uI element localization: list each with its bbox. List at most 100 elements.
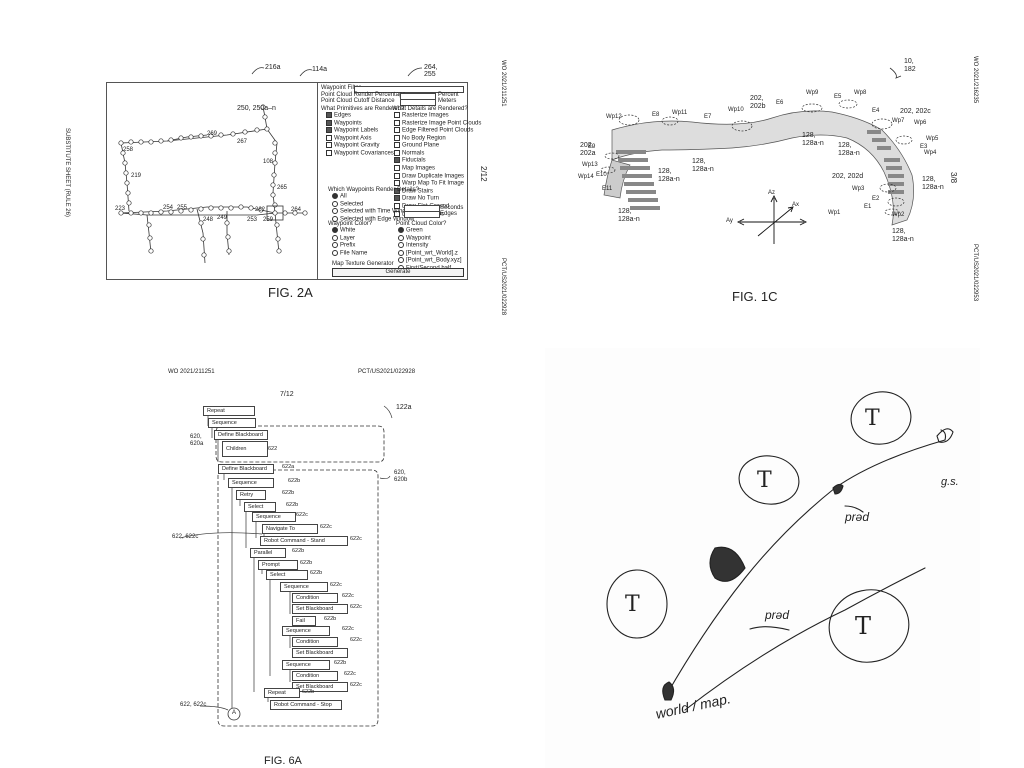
details-option[interactable]: No Body Region [394,134,481,143]
details-option[interactable]: Fiducials [394,157,481,165]
edge-window-input[interactable] [404,211,440,218]
details-option[interactable]: Draw Stairs [394,187,481,196]
node-ref-label: 622b [334,660,347,666]
waypoint_color_opts-option[interactable]: White [332,227,367,235]
details-option[interactable]: Edge Filtered Point Clouds [394,127,481,135]
waypoint-map[interactable] [107,83,317,279]
cloud_color_opts-option[interactable]: Green [398,227,462,235]
tree-node: Define Blackboard [218,464,274,474]
details-option[interactable]: Normals [394,149,481,158]
e10-label: E10 [596,172,607,178]
checkbox[interactable] [326,127,332,134]
radio-button[interactable] [398,227,404,233]
which_opts-option[interactable]: All [332,193,414,201]
checkbox[interactable] [394,180,400,187]
generate-button[interactable]: Generate [332,268,464,277]
primitives-option[interactable]: Waypoint Labels [326,127,394,135]
radio-button[interactable] [332,200,338,207]
checkbox[interactable] [394,134,400,141]
node-ref-label: 622b [292,548,305,554]
checkbox[interactable] [394,187,400,194]
details-option[interactable]: Ground Plane [394,142,481,150]
checkbox[interactable] [326,119,332,126]
ref-128-b: 128, 128a-n [838,142,860,157]
radio-button[interactable] [332,234,338,241]
side-label-left: SUBSTITUTE SHEET (RULE 26) [64,128,70,217]
fig-1c-panel: WO 2021/216235 3/8 PCT/US2021/022953 [512,0,1024,320]
details-option[interactable]: Rasterize Images [394,112,481,120]
details-option[interactable]: Warp Map To Fit Image [394,180,481,188]
primitives-option[interactable]: Edges [326,112,394,120]
details-option[interactable]: Draw No Turn [394,195,481,203]
hand-sketch-panel: T T T T g.s. prəd prəd world / map. [545,348,980,768]
details-option-label: Draw Stairs [402,188,434,195]
primitives-option[interactable]: Waypoint Covariances [326,149,394,158]
tree-node: Condition [292,593,338,603]
cutoff-input[interactable] [400,99,436,106]
waypoint_color_opts-option[interactable]: Prefix [332,242,367,250]
radio-button[interactable] [332,227,338,233]
sketch-t-2: T [757,468,772,493]
radio-button[interactable] [398,242,404,249]
radio-button[interactable] [332,249,338,256]
radio-button[interactable] [398,249,404,256]
checkbox[interactable] [394,112,400,118]
side-label-pct: PCT/US2021/022928 [500,258,506,316]
ref-202c: 202, 202c [900,108,931,115]
cloud_color_opts-option[interactable]: [Point_wrt_Body.xyz] [398,257,462,265]
waypoint-color-heading: Waypoint Color? [328,221,373,227]
which_opts-option[interactable]: Selected with Edge Window [332,215,414,224]
tree-node: Sequence [282,626,330,636]
radio-button[interactable] [332,208,338,215]
primitives-option-label: Edges [334,112,352,119]
primitives-option-label: Waypoint Covariances [334,150,394,157]
tree-node: Define Blackboard [214,430,268,440]
checkbox[interactable] [326,134,332,141]
checkbox[interactable] [326,149,332,156]
checkbox[interactable] [394,165,400,172]
checkbox[interactable] [394,127,400,134]
checkbox[interactable] [394,210,400,217]
details-option-label: Warp Map To Fit Image [402,180,465,187]
waypoint_color_opts-option[interactable]: File Name [332,249,367,258]
ref-219: 219 [131,173,142,179]
details-option[interactable]: Map Images [394,165,481,173]
primitives-option[interactable]: Waypoint Axis [326,134,394,143]
e1-label: E1 [864,204,872,210]
wp2-label: Wp2 [892,212,905,218]
waypoint_color_opts-option[interactable]: Layer [332,234,367,243]
checkbox[interactable] [326,112,332,118]
axis-z-label: Az [768,190,776,196]
details-option-label: Draw Duplicate Images [402,173,465,180]
checkbox[interactable] [394,172,400,179]
radio-button[interactable] [332,193,338,199]
cloud_color_opts-option[interactable]: Intensity [398,242,462,250]
details-option[interactable]: Rasterize Image Point Clouds [394,119,481,128]
details-option[interactable]: Draw Duplicate Images [394,172,481,181]
e7-label: E7 [704,114,712,120]
checkbox[interactable] [394,149,400,156]
tree-node: Robot Command - Stop [270,700,342,710]
which_opts-option[interactable]: Selected with Time Window [332,208,414,216]
checkbox[interactable] [394,202,400,209]
primitives-option[interactable]: Waypoint Gravity [326,142,394,150]
checkbox[interactable] [394,157,400,164]
checkbox[interactable] [394,119,400,126]
cloud_color_opts-option[interactable]: Waypoint [398,234,462,243]
radio-button[interactable] [398,257,404,264]
header-wo: WO 2021/211251 [168,369,215,375]
which_opts-option[interactable]: Selected [332,200,414,209]
checkbox[interactable] [394,142,400,149]
cloud_color_opts-option[interactable]: [Point_wrt_World].z [398,249,462,258]
tree-node: Children [222,441,268,457]
waypoint-filter-input[interactable] [354,86,464,93]
node-ref-label: 622b [300,560,313,566]
checkbox[interactable] [394,195,400,202]
radio-button[interactable] [332,215,338,222]
radio-button[interactable] [332,242,338,249]
node-ref-label: 622c [342,626,354,632]
primitives-option[interactable]: Waypoints [326,119,394,128]
checkbox[interactable] [326,142,332,149]
radio-button[interactable] [398,234,404,241]
ref-253: 253 [247,217,258,223]
